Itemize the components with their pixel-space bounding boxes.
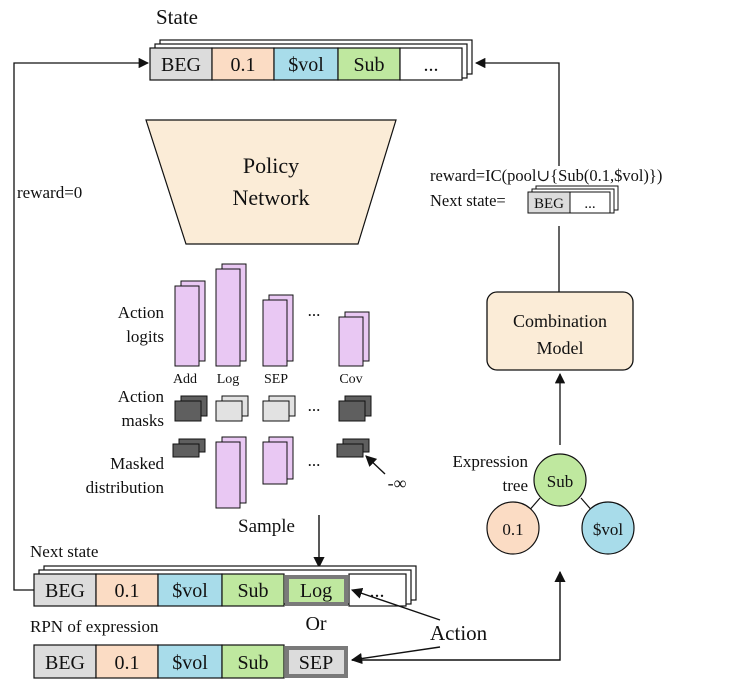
inline-token-more [569,191,611,214]
action-arrow-to-log [350,587,441,621]
logit-bar-add [174,280,206,367]
next-token-beg [33,573,97,607]
logit-category-add: Add [173,372,197,387]
state-token-sub-label: Sub [353,54,384,76]
masked-bar-cov [336,438,370,458]
tree-node-right [581,501,635,555]
rpn-token-sep-label: SEP [299,652,333,674]
mask-cov [338,395,372,422]
action-masks-label1: Action [118,387,165,406]
next-state-inline-tokens: BEG ... [527,185,619,214]
policy-network-line2: Network [233,185,310,210]
action-logits-label2: logits [126,327,164,346]
tree-node-right-label: $vol [593,520,624,539]
inline-token-more-label: ... [584,196,595,212]
reward-ic-label: reward=IC(pool∪{Sub(0.1,$vol)}) [430,166,662,185]
reward-zero-loop-arrow [13,57,150,591]
mask-sep [262,395,296,422]
action-logits-ellipsis: ... [308,301,321,320]
state-token-more-label: ... [424,54,439,76]
logit-bar-cov [338,311,370,367]
tree-node-root-label: Sub [547,472,573,491]
expression-tree-label2: tree [503,476,528,495]
rpn-token-sep [285,646,348,678]
state-token-beg-label: BEG [161,54,201,76]
masked-bar-log [215,436,247,509]
masked-dist-label2: distribution [86,478,165,497]
combination-model-line2: Model [537,338,584,358]
masked-dist-label1: Masked [110,454,164,473]
next-state-inline-label: Next state= [430,191,506,210]
action-arrow-to-sep [350,646,441,665]
state-token-num-label: 0.1 [231,54,256,76]
state-token-more [399,47,463,81]
neg-inf-arrow [365,455,386,475]
state-token-row: BEG 0.1 $vol Sub ... [149,39,473,81]
action-logits-label1: Action [118,303,165,322]
state-token-beg [149,47,213,81]
policy-network [145,119,397,245]
sample-label: Sample [238,516,295,537]
next-state-title: Next state [30,542,98,561]
policy-network-line1: Policy [243,153,299,178]
next-token-sub-label: Sub [237,580,268,602]
tree-node-left-label: 0.1 [502,520,523,539]
action-label: Action [430,621,488,645]
mask-add [174,395,208,422]
reward-zero-label: reward=0 [17,183,82,202]
rpn-token-beg-label: BEG [45,652,85,674]
action-masks-label2: masks [122,411,165,430]
rpn-to-tree-arrow [352,570,566,661]
next-token-num [95,573,159,607]
logit-category-cov: Cov [339,372,362,387]
reward-return-arrow-top [474,57,560,166]
rpn-token-sub-label: Sub [237,652,268,674]
tree-node-left [486,501,540,555]
masked-dist-ellipsis: ... [308,451,321,470]
rpn-token-num [95,644,159,679]
state-title: State [156,5,198,29]
rpn-token-row: BEG 0.1 $vol Sub SEP [33,644,348,679]
next-token-vol-label: $vol [172,580,208,602]
rpn-title: RPN of expression [30,617,159,636]
tree-node-root [533,453,587,507]
rpn-token-vol-label: $vol [172,652,208,674]
next-token-vol [157,573,223,607]
logit-category-sep: SEP [264,372,288,387]
action-masks-ellipsis: ... [308,396,321,415]
next-state-token-row: BEG 0.1 $vol Sub Log ... [33,565,417,607]
masked-bar-sep [262,436,294,485]
neg-inf-label: -∞ [388,473,407,493]
masked-bar-add [172,438,206,458]
logit-bar-log [215,263,247,367]
combination-model-line1: Combination [513,311,607,331]
next-token-log-label: Log [300,580,332,602]
logit-category-log: Log [217,372,240,387]
or-label: Or [305,613,326,635]
rpn-token-num-label: 0.1 [115,652,140,674]
state-token-vol-label: $vol [288,54,324,76]
rpn-token-beg [33,644,97,679]
state-token-vol [273,47,339,81]
mask-log [215,395,249,422]
expression-tree-label1: Expression [452,452,528,471]
next-token-log [285,575,348,606]
combination-model [486,291,634,371]
next-token-sub [221,573,285,607]
rpn-token-sub [221,644,285,679]
inline-token-beg-label: BEG [534,196,564,212]
logit-bar-sep [262,294,294,367]
next-token-beg-label: BEG [45,580,85,602]
state-token-sub [337,47,401,81]
next-token-num-label: 0.1 [115,580,140,602]
next-token-more-label: ... [370,580,385,602]
